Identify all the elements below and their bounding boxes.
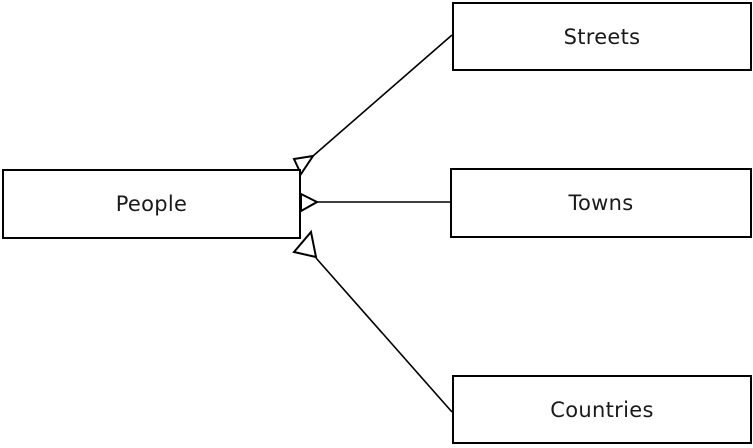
node-streets: Streets: [452, 2, 752, 71]
node-towns-label: Towns: [568, 191, 634, 215]
edge-streets-people: [312, 34, 453, 157]
node-streets-label: Streets: [563, 24, 641, 49]
node-people: People: [2, 169, 301, 239]
hollow-triangle-arrowhead-towns: [300, 192, 320, 213]
node-countries: Countries: [452, 375, 752, 444]
edge-countries-people: [315, 257, 453, 413]
node-people-label: People: [115, 192, 188, 216]
node-towns: Towns: [450, 168, 752, 238]
node-countries-label: Countries: [550, 397, 654, 422]
